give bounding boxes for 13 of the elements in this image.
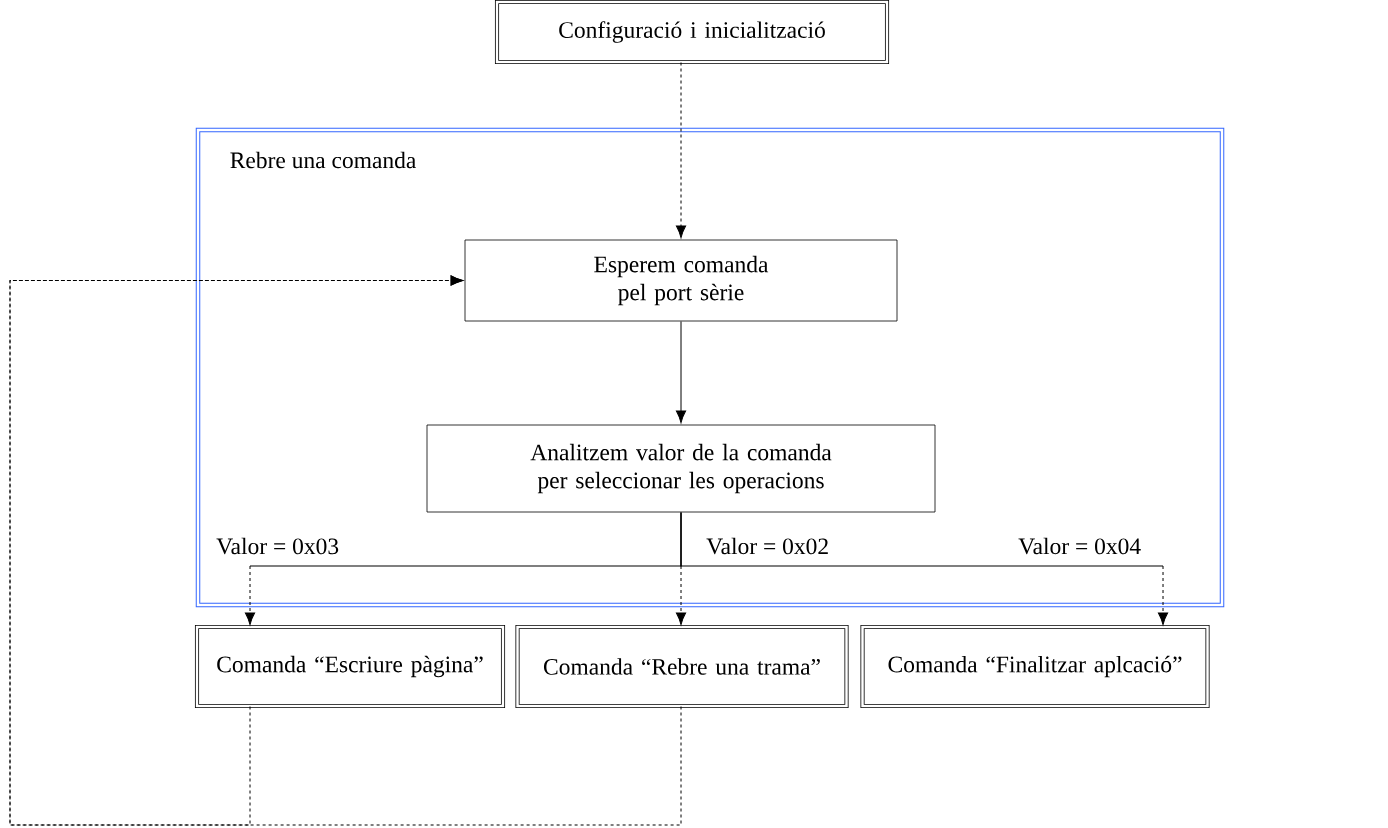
process-box: Analitzem valor de la comanda per seleccionar les operacions bbox=[426, 424, 936, 513]
edge-label: Valor = 0x03 bbox=[216, 537, 339, 555]
edge-label: Valor = 0x04 bbox=[1018, 537, 1141, 555]
terminal-box: Configuració i inicialització bbox=[494, 0, 890, 65]
arrow bbox=[675, 320, 687, 424]
terminal-box: Comanda “Finalitzar aplcació” bbox=[860, 624, 1210, 709]
arrow bbox=[680, 511, 1169, 626]
edge-label: Valor = 0x02 bbox=[706, 537, 828, 555]
terminal-box: Comanda “Escriure pàgina” bbox=[194, 624, 506, 709]
arrow bbox=[675, 61, 687, 239]
terminal-box: Comanda “Rebre una trama” bbox=[515, 624, 849, 709]
arrow bbox=[9, 275, 682, 826]
process-box: Esperem comanda pel port sèrie bbox=[464, 239, 898, 322]
